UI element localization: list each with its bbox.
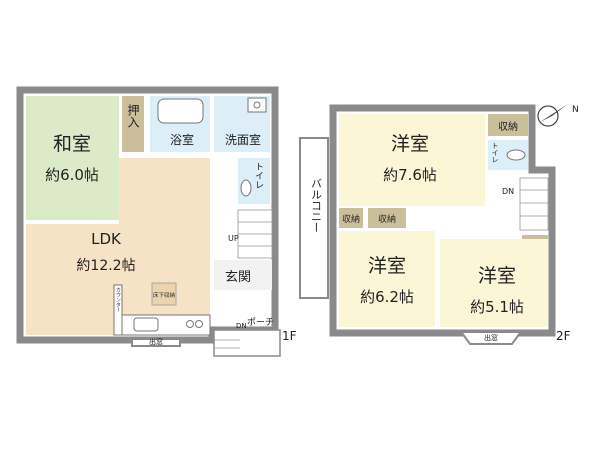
yokushitsu-label: 浴室	[170, 132, 194, 147]
kitchen-stove-1	[186, 320, 194, 328]
oshiire-closet	[122, 96, 144, 152]
balcony	[299, 137, 329, 299]
storage-top	[488, 114, 528, 136]
up-label: UP	[228, 234, 239, 243]
floor-storage-label: 床下収納	[153, 291, 176, 299]
genkan-label: 玄関	[225, 270, 251, 285]
floor-1: 和室 約6.0帖 押入 浴室 洗面室 トイレ LDK 約12.2帖 カウンター …	[16, 86, 297, 357]
floor2-tag: 2F	[556, 329, 571, 343]
porch	[213, 329, 281, 357]
room-a-size: 約7.6帖	[383, 166, 437, 184]
washitsu-name: 和室	[53, 133, 91, 155]
kitchen-sink	[133, 317, 159, 332]
balcony-label: バルコニー	[310, 178, 323, 233]
counter-bar	[113, 284, 123, 336]
compass-icon: N	[537, 104, 579, 127]
floor-2: バルコニー 洋室 約7.6帖 収納 トイレ DN 収納 収納 洋室 約6.2帖	[299, 104, 571, 345]
bay-window-1f	[131, 340, 181, 347]
room-a-name: 洋室	[391, 133, 429, 155]
room-yoshitsu-c	[440, 239, 548, 327]
toilet-1f-fixture	[240, 179, 252, 197]
stairs-2f	[519, 177, 549, 231]
storage-mid-right	[368, 208, 406, 228]
room-washitsu	[26, 96, 119, 220]
storage-top-label: 収納	[498, 120, 518, 133]
senmenshitsu-label: 洗面室	[225, 132, 261, 147]
dn-1f-label: DN	[236, 322, 247, 330]
demado-1f-label: 出窓	[149, 337, 163, 346]
demado-2f-label: 出窓	[484, 333, 498, 342]
room-b-size: 約6.2帖	[360, 288, 414, 306]
washitsu-size: 約6.0帖	[45, 166, 99, 184]
room-c-name: 洋室	[478, 265, 516, 287]
bathtub	[157, 98, 204, 124]
room-c-size: 約5.1帖	[470, 298, 524, 316]
room-genkan	[214, 260, 272, 290]
washbasin	[247, 97, 267, 113]
underfloor-storage	[151, 282, 177, 306]
storage-mid-left	[339, 208, 363, 228]
storage-mid-right-label: 収納	[378, 213, 396, 225]
toilet-1f-label: トイレ	[253, 162, 264, 189]
dn-2f-label: DN	[502, 187, 514, 196]
room-b-name: 洋室	[368, 255, 406, 277]
compass-label: N	[572, 105, 579, 115]
counter-label: カウンター	[115, 287, 121, 312]
ldk-size: 約12.2帖	[76, 258, 135, 274]
oshiire-label: 押入	[126, 104, 140, 128]
bay-window-2f	[461, 332, 521, 345]
toilet-2f-fixture	[506, 149, 526, 161]
ldk-name: LDK	[91, 230, 122, 248]
washbasin-drain	[253, 101, 261, 109]
room-yoshitsu-b	[339, 231, 435, 327]
porch-label: ポーチ	[247, 317, 274, 328]
kitchen-stove-2	[195, 320, 203, 328]
toilet-2f-label: トイレ	[491, 142, 499, 163]
floor1-tag: 1F	[282, 329, 297, 343]
room-yoshitsu-a	[339, 114, 485, 206]
storage-mid-left-label: 収納	[342, 213, 360, 225]
